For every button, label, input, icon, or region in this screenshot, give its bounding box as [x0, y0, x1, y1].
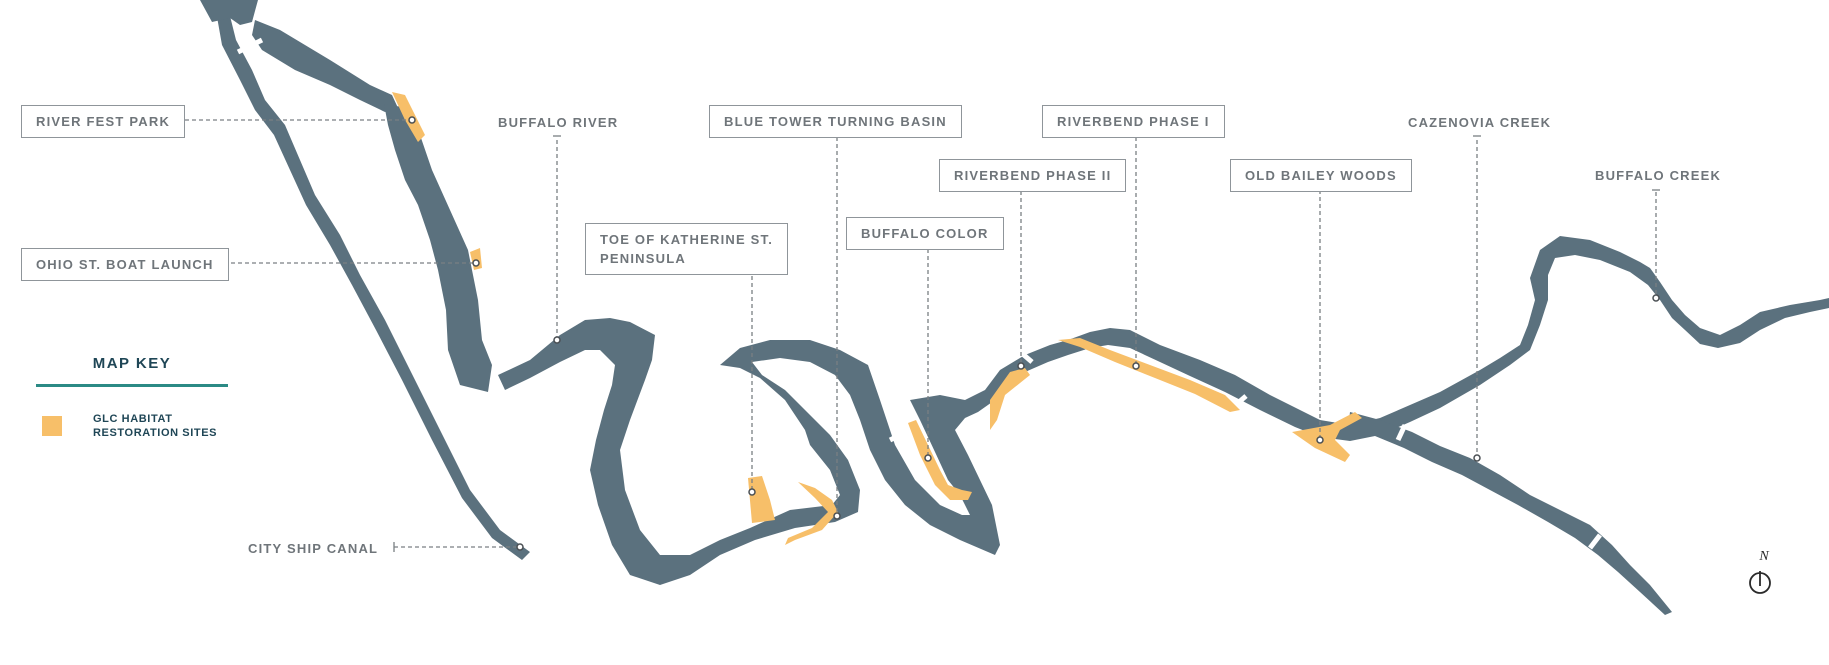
harbor-top-water — [200, 0, 258, 25]
pin-buffalo-creek — [1652, 294, 1660, 302]
pin-blue-tower-turning-basin — [833, 512, 841, 520]
upper-harbor-water — [252, 20, 398, 112]
habitat-riverbend-phase-i — [1058, 338, 1240, 412]
pin-riverbend-phase-ii — [1017, 362, 1025, 370]
legend-label-line2: RESTORATION SITES — [93, 427, 218, 439]
habitat-old-bailey-woods — [1292, 412, 1362, 462]
label-buffalo-creek: BUFFALO CREEK — [1595, 168, 1722, 183]
habitat-layer — [392, 92, 1362, 545]
legend-label-habitat: GLC HABITAT RESTORATION SITES — [93, 412, 233, 440]
habitat-toe-of-katherine — [748, 476, 775, 523]
pin-buffalo-color — [924, 454, 932, 462]
pin-toe-of-katherine — [748, 488, 756, 496]
channel-breaks — [236, 37, 1602, 550]
label-buffalo-color: BUFFALO COLOR — [846, 217, 1004, 250]
habitat-river-fest-park — [392, 92, 425, 142]
legend-swatch-habitat — [42, 416, 62, 436]
label-riverbend-phase-ii: RIVERBEND PHASE II — [939, 159, 1127, 192]
pin-riverbend-phase-i — [1132, 362, 1140, 370]
pin-cazenovia-creek — [1473, 454, 1481, 462]
pin-markers — [408, 116, 1660, 551]
north-label: N — [1759, 549, 1769, 564]
label-old-bailey-woods: OLD BAILEY WOODS — [1230, 159, 1412, 192]
label-cazenovia-creek: CAZENOVIA CREEK — [1408, 115, 1552, 130]
label-buffalo-river: BUFFALO RIVER — [498, 115, 619, 130]
habitat-buffalo-color — [908, 420, 972, 500]
buffalo-river-lower-water — [384, 104, 492, 392]
pin-city-ship-canal — [516, 543, 524, 551]
city-ship-canal-water — [214, 0, 530, 560]
water-layer — [200, 0, 1829, 615]
pin-buffalo-river — [553, 336, 561, 344]
north-arrow-icon — [1749, 571, 1771, 594]
buffalo-river-water — [498, 236, 1829, 585]
habitat-blue-tower-turning-basin — [785, 482, 838, 545]
cazenovia-creek-water — [1348, 412, 1672, 615]
label-city-ship-canal: CITY SHIP CANAL — [248, 541, 379, 556]
label-ohio-st-boat-launch: OHIO ST. BOAT LAUNCH — [21, 248, 229, 281]
map-key-title: MAP KEY — [92, 355, 172, 372]
leader-lines — [178, 119, 1660, 552]
label-toe-of-katherine: TOE OF KATHERINE ST. PENINSULA — [585, 223, 789, 275]
label-riverbend-phase-i: RIVERBEND PHASE I — [1042, 105, 1225, 138]
map-key-rule — [36, 384, 228, 387]
habitat-riverbend-phase-ii — [990, 368, 1030, 430]
pin-river-fest-park — [408, 116, 416, 124]
label-blue-tower-turning-basin: BLUE TOWER TURNING BASIN — [709, 105, 962, 138]
label-river-fest-park: RIVER FEST PARK — [21, 105, 186, 138]
label-toe-of-katherine-line2: PENINSULA — [600, 251, 686, 266]
pin-old-bailey-woods — [1316, 436, 1324, 444]
legend-label-line1: GLC HABITAT — [93, 413, 173, 425]
label-toe-of-katherine-line1: TOE OF KATHERINE ST. — [600, 232, 774, 247]
pin-ohio-st-boat-launch — [472, 259, 480, 267]
